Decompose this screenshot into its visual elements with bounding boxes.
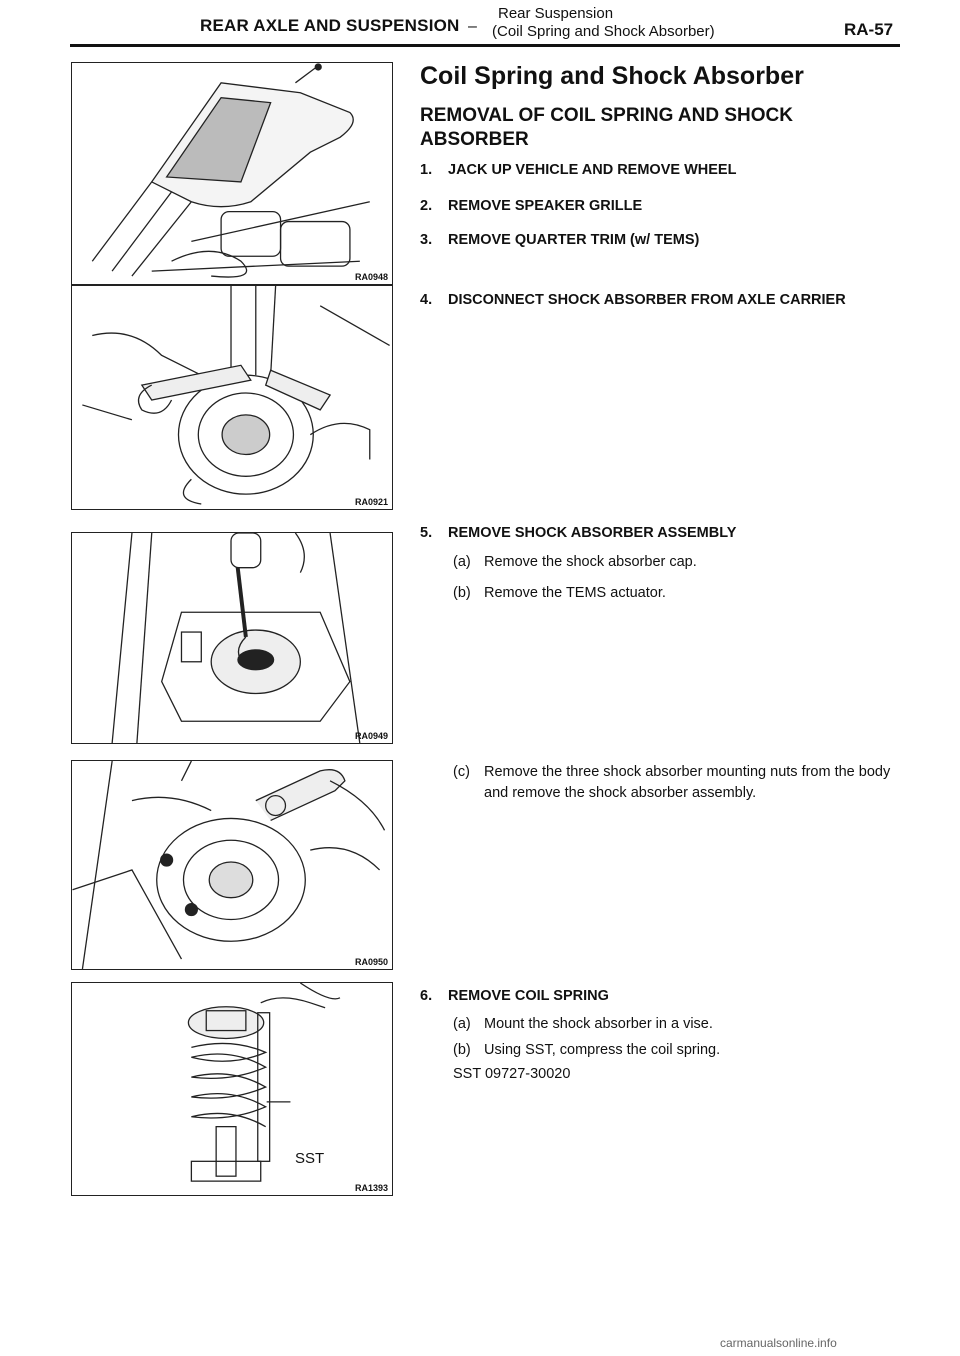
substep-5a: (a) Remove the shock absorber cap. <box>453 552 697 573</box>
speaker-grille-illustration <box>91 63 370 278</box>
substep-text: Remove the three shock absorber mounting… <box>484 764 891 801</box>
figure-code: RA0948 <box>354 272 388 282</box>
step-text: REMOVE COIL SPRING <box>448 988 609 1004</box>
step-5: 5. REMOVE SHOCK ABSORBER ASSEMBLY <box>420 525 736 541</box>
substep-5c: (c) Remove the three shock absorber mount… <box>453 762 913 804</box>
substep-5b: (b) Remove the TEMS actuator. <box>453 583 666 604</box>
step-number: 3. <box>420 232 433 248</box>
step-text: REMOVE QUARTER TRIM (w/ TEMS) <box>448 232 700 248</box>
substep-text: Remove the TEMS actuator. <box>484 585 666 601</box>
subsection-title: Rear Suspension <box>498 5 614 22</box>
sst-number: SST 09727-30020 <box>453 1066 571 1082</box>
substep-6b: (b) Using SST, compress the coil spring. <box>453 1040 720 1061</box>
figure-mounting-nuts: RA0950 <box>71 760 393 970</box>
substep-label: (c) <box>453 764 470 780</box>
sst-callout: SST <box>295 1150 325 1167</box>
header-dash: – <box>468 18 477 35</box>
figure-coil-spring: SST RA1393 <box>71 982 393 1196</box>
section-title: REAR AXLE AND SUSPENSION <box>200 16 460 35</box>
substep-label: (a) <box>453 554 471 570</box>
step-number: 1. <box>420 162 433 178</box>
step-6: 6. REMOVE COIL SPRING <box>420 988 609 1004</box>
step-4: 4. DISCONNECT SHOCK ABSORBER FROM AXLE CA… <box>420 292 846 308</box>
step-text: REMOVE SHOCK ABSORBER ASSEMBLY <box>448 525 737 541</box>
step-number: 4. <box>420 292 433 308</box>
header-rule <box>70 44 900 47</box>
figure-speaker-grille: RA0948 <box>71 62 393 285</box>
step-number: 2. <box>420 198 433 214</box>
substep-label: (b) <box>453 585 471 601</box>
substep-6a: (a) Mount the shock absorber in a vise. <box>453 1014 713 1035</box>
figure-code: RA1393 <box>354 1183 388 1193</box>
axle-carrier-illustration <box>82 286 390 505</box>
step-3: 3. REMOVE QUARTER TRIM (w/ TEMS) <box>420 232 699 248</box>
substep-text: Remove the shock absorber cap. <box>484 554 697 570</box>
step-text: REMOVE SPEAKER GRILLE <box>448 198 643 214</box>
mounting-nuts-illustration <box>72 761 386 969</box>
page-number: RA-57 <box>844 20 894 39</box>
subsection-subtitle: (Coil Spring and Shock Absorber) <box>492 23 715 40</box>
figure-code: RA0949 <box>354 731 388 741</box>
step-2: 2. REMOVE SPEAKER GRILLE <box>420 198 642 214</box>
figure-code: RA0950 <box>354 957 388 967</box>
coil-spring-illustration <box>187 983 341 1182</box>
figure-shock-cap: RA0949 <box>71 532 393 744</box>
figure-axle-carrier: RA0921 <box>71 285 393 510</box>
step-number: 6. <box>420 988 433 1004</box>
step-1: 1. JACK UP VEHICLE AND REMOVE WHEEL <box>420 162 736 178</box>
figure-code: RA0921 <box>354 497 388 507</box>
substep-label: (b) <box>453 1042 471 1058</box>
page-title: Coil Spring and Shock Absorber <box>420 62 804 90</box>
step-text: JACK UP VEHICLE AND REMOVE WHEEL <box>448 162 737 178</box>
substep-text: Using SST, compress the coil spring. <box>484 1042 721 1058</box>
step-text: DISCONNECT SHOCK ABSORBER FROM AXLE CARR… <box>448 292 846 308</box>
shock-cap-illustration <box>111 533 361 743</box>
substep-text: Mount the shock absorber in a vise. <box>484 1016 713 1032</box>
watermark: carmanualsonline.info <box>720 1336 837 1350</box>
step-number: 5. <box>420 525 433 541</box>
substep-label: (a) <box>453 1016 471 1032</box>
procedure-heading: REMOVAL OF COIL SPRING AND SHOCK ABSORBE… <box>420 105 793 150</box>
